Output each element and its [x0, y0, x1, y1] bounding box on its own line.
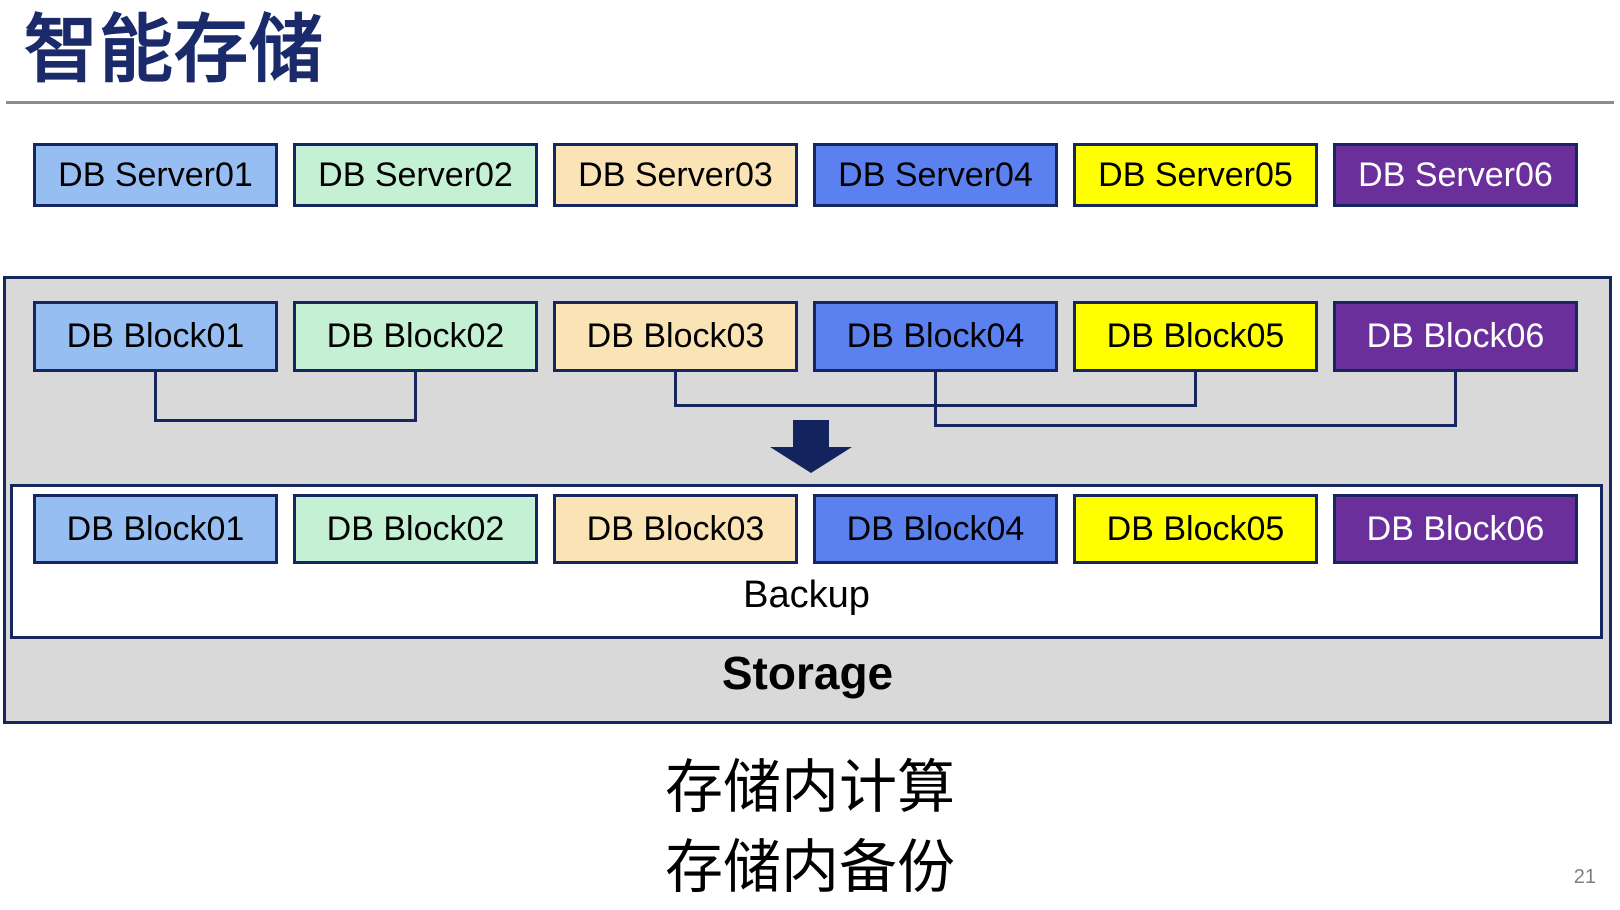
down-arrow-icon — [793, 420, 829, 448]
db-block05-bottom-box: DB Block05 — [1073, 494, 1318, 564]
caption-text: 存储内计算 存储内备份 — [665, 748, 955, 908]
db-block01-top-box: DB Block01 — [33, 301, 278, 372]
backup-label: Backup — [743, 574, 870, 616]
caption-line-2: 存储内备份 — [664, 835, 956, 900]
db-server05-box: DB Server05 — [1073, 143, 1318, 207]
caption-line-1: 存储内计算 — [664, 755, 956, 820]
db-block06-bottom-box: DB Block06 — [1333, 494, 1578, 564]
db-block04-bottom-box: DB Block04 — [813, 494, 1058, 564]
down-arrow-head-icon — [770, 447, 852, 473]
db-server06-box: DB Server06 — [1333, 143, 1578, 207]
storage-label: Storage — [721, 647, 894, 699]
db-block04-top-box: DB Block04 — [813, 301, 1058, 372]
db-server03-box: DB Server03 — [553, 143, 798, 207]
db-block02-top-box: DB Block02 — [293, 301, 538, 372]
db-block-row-bottom: DB Block01 DB Block02 DB Block03 DB Bloc… — [0, 494, 1620, 564]
db-block03-bottom-box: DB Block03 — [553, 494, 798, 564]
db-server01-box: DB Server01 — [33, 143, 278, 207]
db-block05-top-box: DB Block05 — [1073, 301, 1318, 372]
connector-block01-block02 — [154, 372, 417, 422]
db-block01-bottom-box: DB Block01 — [33, 494, 278, 564]
db-server04-box: DB Server04 — [813, 143, 1058, 207]
db-block03-top-box: DB Block03 — [553, 301, 798, 372]
db-server02-box: DB Server02 — [293, 143, 538, 207]
connector-block04-block06 — [934, 372, 1457, 427]
page-number: 21 — [1573, 866, 1596, 888]
db-block06-top-box: DB Block06 — [1333, 301, 1578, 372]
db-server-row: DB Server01 DB Server02 DB Server03 DB S… — [0, 143, 1620, 207]
db-block02-bottom-box: DB Block02 — [293, 494, 538, 564]
db-block-row-top: DB Block01 DB Block02 DB Block03 DB Bloc… — [0, 301, 1620, 372]
connector-block03-block05 — [674, 372, 1197, 407]
page-title: 智能存储 — [24, 8, 324, 91]
title-divider — [6, 101, 1614, 104]
